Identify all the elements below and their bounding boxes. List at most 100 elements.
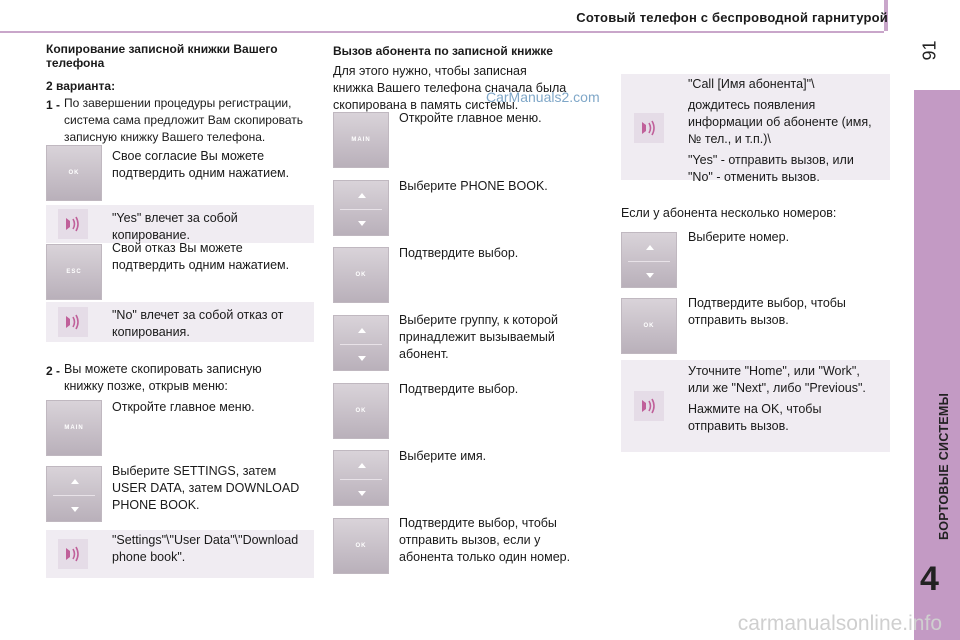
voice-line: Нажмите на OK, чтобы — [688, 402, 822, 416]
divider — [340, 479, 382, 480]
item1-text: По завершении процедуры регистрации, сис… — [64, 95, 334, 146]
step-text: Выберите PHONE BOOK. — [399, 179, 548, 193]
key-label: OK — [355, 272, 367, 278]
arrow-down-icon — [71, 507, 79, 512]
arrow-up-icon — [358, 463, 366, 468]
voice-line: дождитесь появления — [688, 98, 816, 112]
footer-watermark: carmanualsonline.info — [737, 612, 942, 635]
intro-line: скопирована в память системы. — [333, 98, 519, 112]
ok-button-image: OK — [621, 298, 677, 354]
voice-line: отправить вызов. — [688, 419, 789, 433]
voice-line: копирования. — [112, 325, 190, 339]
header-accent-bar — [884, 0, 888, 31]
arrow-down-icon — [358, 221, 366, 226]
item2-line: Вы можете скопировать записную — [64, 362, 262, 376]
item1-line: По завершении процедуры регистрации, — [64, 96, 292, 110]
key-label: OK — [355, 408, 367, 414]
voice-command-icon — [58, 307, 88, 342]
step-line: отправить вызов. — [688, 313, 789, 327]
ok-button-image: OK — [333, 518, 389, 574]
arrow-keys-image — [333, 315, 389, 371]
arrow-down-icon — [358, 491, 366, 496]
step-line: отправить вызов, если у — [399, 533, 541, 547]
chapter-tab — [914, 90, 960, 640]
step-line: подтвердить одним нажатием. — [112, 258, 290, 272]
step-text: Свое согласие Вы можете подтвердить одни… — [112, 148, 289, 182]
arrow-up-icon — [358, 328, 366, 333]
intro-line: Для этого нужно, чтобы записная — [333, 64, 527, 78]
multi-number-note: Если у абонента несколько номеров: — [621, 206, 837, 220]
arrow-up-icon — [71, 479, 79, 484]
watermark-text: CarManuals2.com — [486, 89, 600, 105]
voice-line: или же "Next", либо "Previous". — [688, 381, 866, 395]
item2-line: книжку позже, открыв меню: — [64, 379, 228, 393]
item1-number: 1 - — [46, 98, 61, 112]
arrow-down-icon — [646, 273, 654, 278]
step-text: Выберите группу, к которой принадлежит в… — [399, 312, 558, 363]
page-header-title: Сотовый телефон с беспроводной гарнитуро… — [576, 10, 888, 25]
voice-command-panel — [621, 360, 890, 452]
step-text: Подтвердите выбор, чтобы отправить вызов… — [399, 515, 570, 566]
esc-button-image: ESC — [46, 244, 102, 300]
voice-line: Уточните "Home", или "Work", — [688, 364, 860, 378]
voice-command-panel — [621, 74, 890, 180]
voice-command-text: "Yes" влечет за собой копирование. — [112, 210, 238, 244]
divider — [53, 495, 95, 496]
step-text: Выберите номер. — [688, 230, 790, 244]
arrow-down-icon — [358, 356, 366, 361]
voice-command-icon — [58, 209, 88, 244]
step-line: Свой отказ Вы можете — [112, 241, 243, 255]
ok-button-image: OK — [46, 145, 102, 201]
chapter-title: БОРТОВЫЕ СИСТЕМЫ — [937, 392, 951, 540]
divider — [340, 209, 382, 210]
voice-command-text: "Settings"\"User Data"\"Download phone b… — [112, 532, 298, 566]
key-label: MAIN — [64, 425, 84, 431]
key-label: MAIN — [351, 137, 371, 143]
voice-command-panel — [46, 205, 314, 243]
step-text: Откройте главное меню. — [112, 400, 255, 414]
item1-line: записную книжку Вашего телефона. — [64, 130, 266, 144]
key-label: OK — [643, 323, 655, 329]
step-text: Подтвердите выбор. — [399, 382, 519, 396]
main-button-image: MAIN — [333, 112, 389, 168]
key-label: ESC — [66, 269, 82, 275]
section-heading-copy: Копирование записной книжки Вашего телеф… — [46, 42, 278, 70]
step-text: Выберите SETTINGS, затем USER DATA, зате… — [112, 463, 299, 514]
step-text: Подтвердите выбор, чтобы отправить вызов… — [688, 295, 846, 329]
variants-label: 2 варианта: — [46, 79, 116, 93]
arrow-keys-image — [333, 450, 389, 506]
arrow-up-icon — [646, 245, 654, 250]
step-line: PHONE BOOK. — [112, 498, 200, 512]
item2-text: Вы можете скопировать записную книжку по… — [64, 361, 314, 395]
arrow-keys-image — [46, 466, 102, 522]
step-text: Откройте главное меню. — [399, 111, 542, 125]
step-line: Подтвердите выбор, чтобы — [399, 516, 557, 530]
voice-line: № тел., и т.п.)\ — [688, 132, 771, 146]
voice-line: "Yes" - отправить вызов, или — [688, 153, 854, 167]
step-line: подтвердить одним нажатием. — [112, 166, 290, 180]
divider — [628, 261, 670, 262]
item1-line: система сама предложит Вам скопировать — [64, 113, 304, 127]
voice-command-panel — [46, 302, 314, 342]
voice-command-icon — [634, 391, 664, 426]
voice-line: "No" влечет за собой отказ от — [112, 308, 284, 322]
voice-line: копирование. — [112, 228, 190, 242]
voice-line: "No" - отменить вызов. — [688, 170, 820, 184]
voice-command-icon — [58, 539, 88, 574]
section-heading-call: Вызов абонента по записной книжке — [333, 44, 553, 58]
item2-number: 2 - — [46, 364, 61, 378]
intro-text: Для этого нужно, чтобы записная книжка В… — [333, 63, 603, 114]
step-line: абонента только один номер. — [399, 550, 571, 564]
arrow-keys-image — [333, 180, 389, 236]
voice-line: "Settings"\"User Data"\"Download — [112, 533, 299, 547]
chapter-number: 4 — [920, 560, 939, 598]
voice-line: "Yes" влечет за собой — [112, 211, 238, 225]
voice-command-text: "Call [Имя абонента]"\ дождитесь появлен… — [688, 76, 888, 186]
divider — [340, 344, 382, 345]
ok-button-image: OK — [333, 247, 389, 303]
step-line: USER DATA, затем DOWNLOAD — [112, 481, 300, 495]
main-button-image: MAIN — [46, 400, 102, 456]
voice-command-icon — [634, 113, 664, 148]
step-line: Выберите группу, к которой — [399, 313, 558, 327]
header-rule — [0, 31, 884, 33]
